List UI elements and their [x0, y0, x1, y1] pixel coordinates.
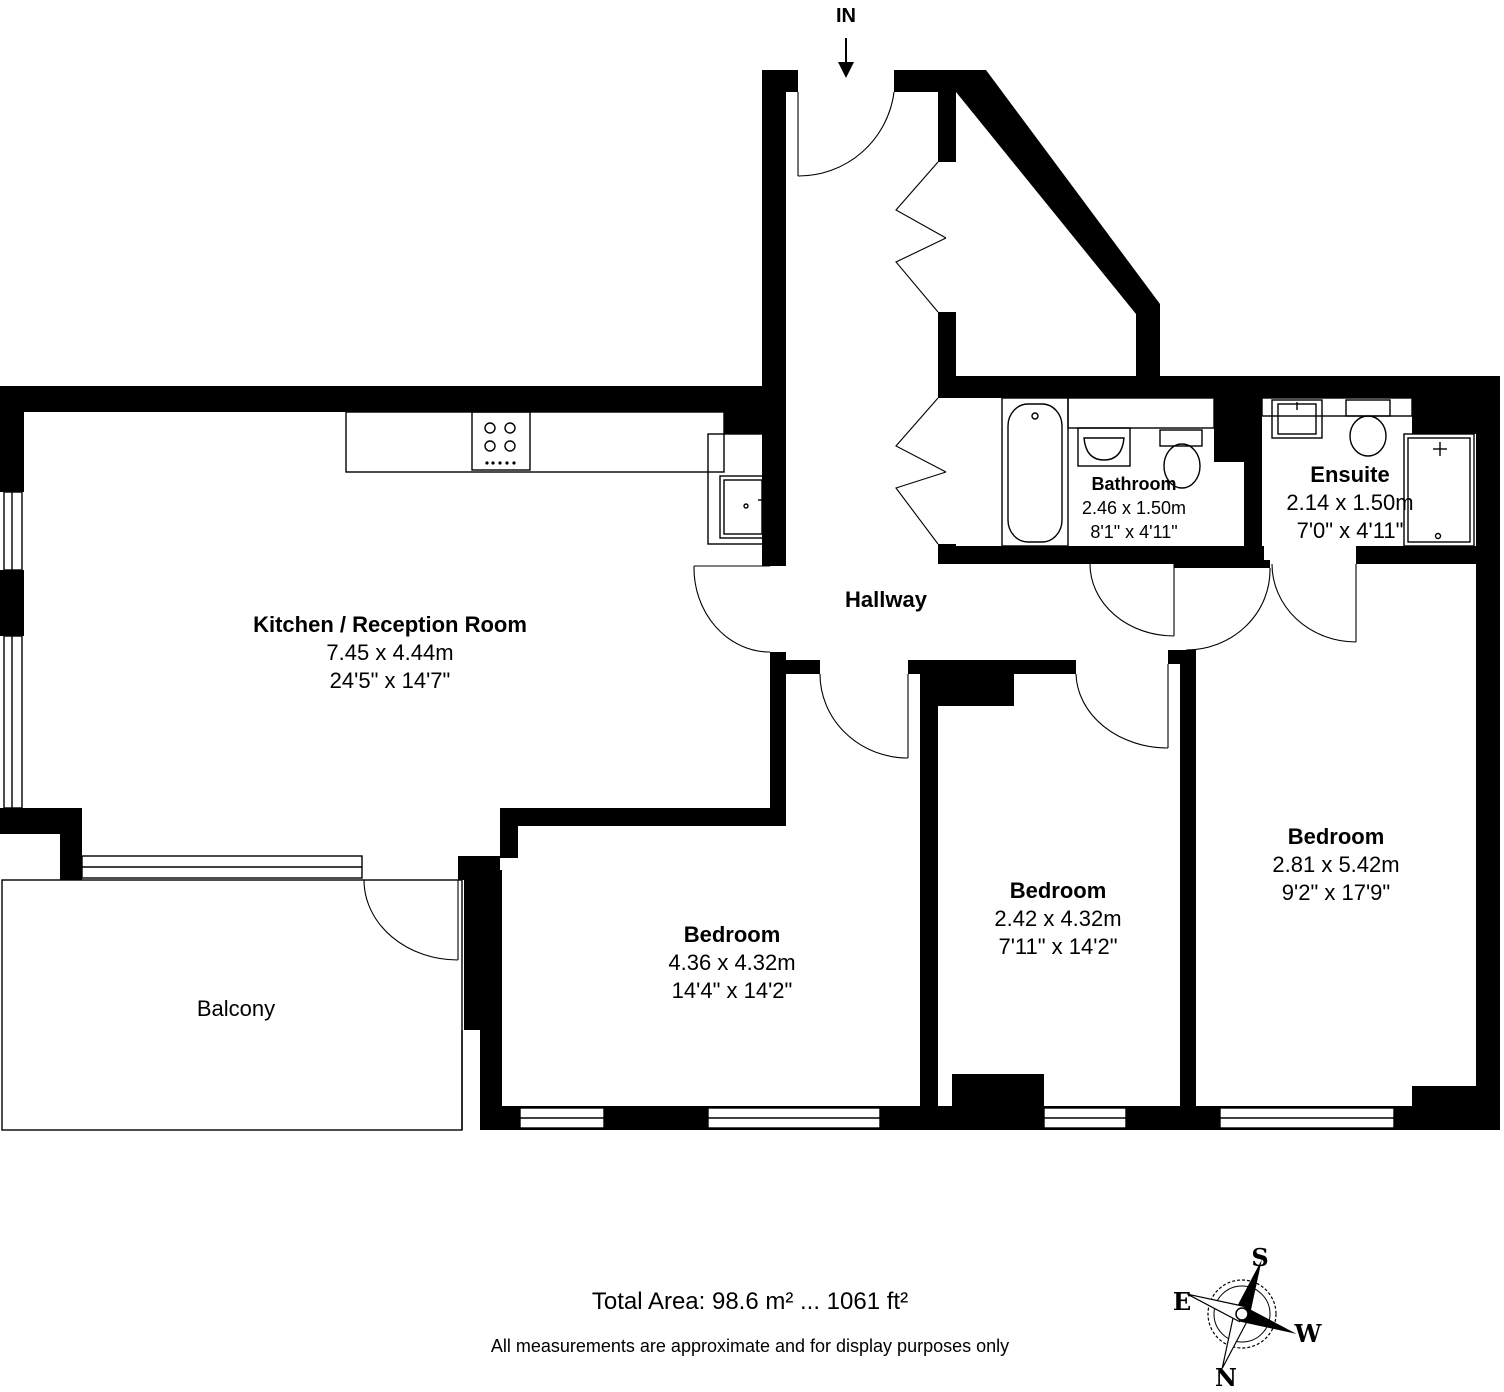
wall	[770, 652, 786, 826]
wall	[1168, 650, 1196, 664]
wall	[1180, 650, 1196, 1110]
wall	[952, 1074, 1044, 1114]
cupboard-door	[895, 471, 947, 545]
wall	[500, 808, 518, 858]
wall	[938, 70, 956, 162]
wall	[920, 660, 938, 1110]
wall	[956, 70, 1160, 398]
vanity-unit	[1067, 397, 1215, 429]
wall	[0, 386, 24, 492]
kitchen-metric: 7.45 x 4.44m	[326, 640, 453, 665]
ensuite-name: Ensuite	[1310, 462, 1389, 487]
bedroom2-name: Bedroom	[1010, 878, 1107, 903]
washbasin-icon	[1077, 427, 1131, 467]
balcony-door	[363, 879, 459, 961]
bedroom2-metric: 2.42 x 4.32m	[994, 906, 1121, 931]
ensuite-metric: 2.14 x 1.50m	[1286, 490, 1413, 515]
entrance-door	[797, 91, 895, 177]
washbasin-icon	[1271, 399, 1323, 439]
bedroom1-imperial: 14'4" x 14'2"	[672, 978, 793, 1003]
compass-south: S	[1251, 1243, 1268, 1272]
wall	[1476, 376, 1500, 1130]
wall	[1244, 376, 1262, 564]
kitchen-door	[693, 565, 771, 653]
wall	[0, 570, 24, 636]
wall	[762, 70, 798, 92]
wall	[500, 808, 786, 826]
fixtures	[1, 397, 1475, 1131]
bathtub-icon	[1001, 397, 1069, 547]
kitchen-counter	[707, 433, 771, 545]
kitchen-name: Kitchen / Reception Room	[253, 612, 527, 637]
wall	[1174, 560, 1270, 568]
compass-north: N	[1215, 1363, 1237, 1392]
cupboard-door	[895, 397, 947, 473]
windows	[3, 491, 1395, 1129]
compass-icon: S E W N	[1173, 1243, 1323, 1392]
bedroom2-imperial: 7'11" x 14'2"	[998, 934, 1117, 959]
bathroom-door	[1089, 563, 1175, 637]
sink-icon	[719, 475, 767, 539]
bathroom-metric: 2.46 x 1.50m	[1082, 498, 1186, 518]
bedroom3-metric: 2.81 x 5.42m	[1272, 852, 1399, 877]
wall	[1412, 1086, 1500, 1130]
bedroom3-imperial: 9'2" x 17'9"	[1282, 880, 1390, 905]
shower-icon	[1403, 433, 1475, 547]
window	[3, 635, 23, 809]
kitchen-imperial: 24'5" x 14'7"	[330, 668, 451, 693]
wall	[938, 376, 956, 398]
room-labels: Kitchen / Reception Room 7.45 x 4.44m 24…	[197, 462, 1414, 1021]
bedroom3-name: Bedroom	[1288, 824, 1385, 849]
wall	[480, 920, 502, 1130]
compass-west: W	[1294, 1319, 1323, 1348]
entrance-label: IN	[836, 5, 856, 27]
hob-icon	[471, 411, 531, 471]
balcony-outline	[1, 879, 463, 1131]
kitchen-worktop	[345, 411, 725, 473]
wall	[60, 808, 82, 880]
total-area: Total Area: 98.6 m² ... 1061 ft²	[591, 1288, 909, 1315]
down-arrow-icon	[838, 62, 854, 78]
wall	[920, 660, 1014, 706]
bedroom1-metric: 4.36 x 4.32m	[668, 950, 795, 975]
wall	[1356, 546, 1476, 564]
ensuite-counter	[1261, 397, 1413, 417]
cupboard-door	[895, 161, 947, 239]
bathroom-imperial: 8'1" x 4'11"	[1090, 522, 1177, 542]
window	[3, 491, 23, 571]
wall	[938, 546, 1264, 564]
disclaimer: All measurements are approximate and for…	[490, 1336, 1010, 1356]
balcony-name: Balcony	[197, 996, 275, 1021]
hallway-name: Hallway	[845, 587, 928, 612]
wall	[482, 870, 502, 920]
bedroom-door	[1075, 673, 1169, 749]
wall	[786, 660, 820, 674]
cupboard-door	[895, 237, 947, 313]
ensuite-imperial: 7'0" x 4'11"	[1297, 518, 1404, 543]
bedroom-door	[1185, 567, 1271, 651]
compass-east: E	[1173, 1287, 1191, 1316]
toilet-icon	[1345, 399, 1391, 457]
bedroom-door	[819, 673, 909, 759]
bedroom1-name: Bedroom	[684, 922, 781, 947]
entrance-marker: IN	[836, 5, 856, 78]
doors	[363, 91, 1357, 961]
wall	[0, 386, 786, 412]
ensuite-door	[1271, 563, 1357, 643]
bathroom-name: Bathroom	[1092, 474, 1177, 494]
toilet-icon	[1159, 429, 1203, 489]
